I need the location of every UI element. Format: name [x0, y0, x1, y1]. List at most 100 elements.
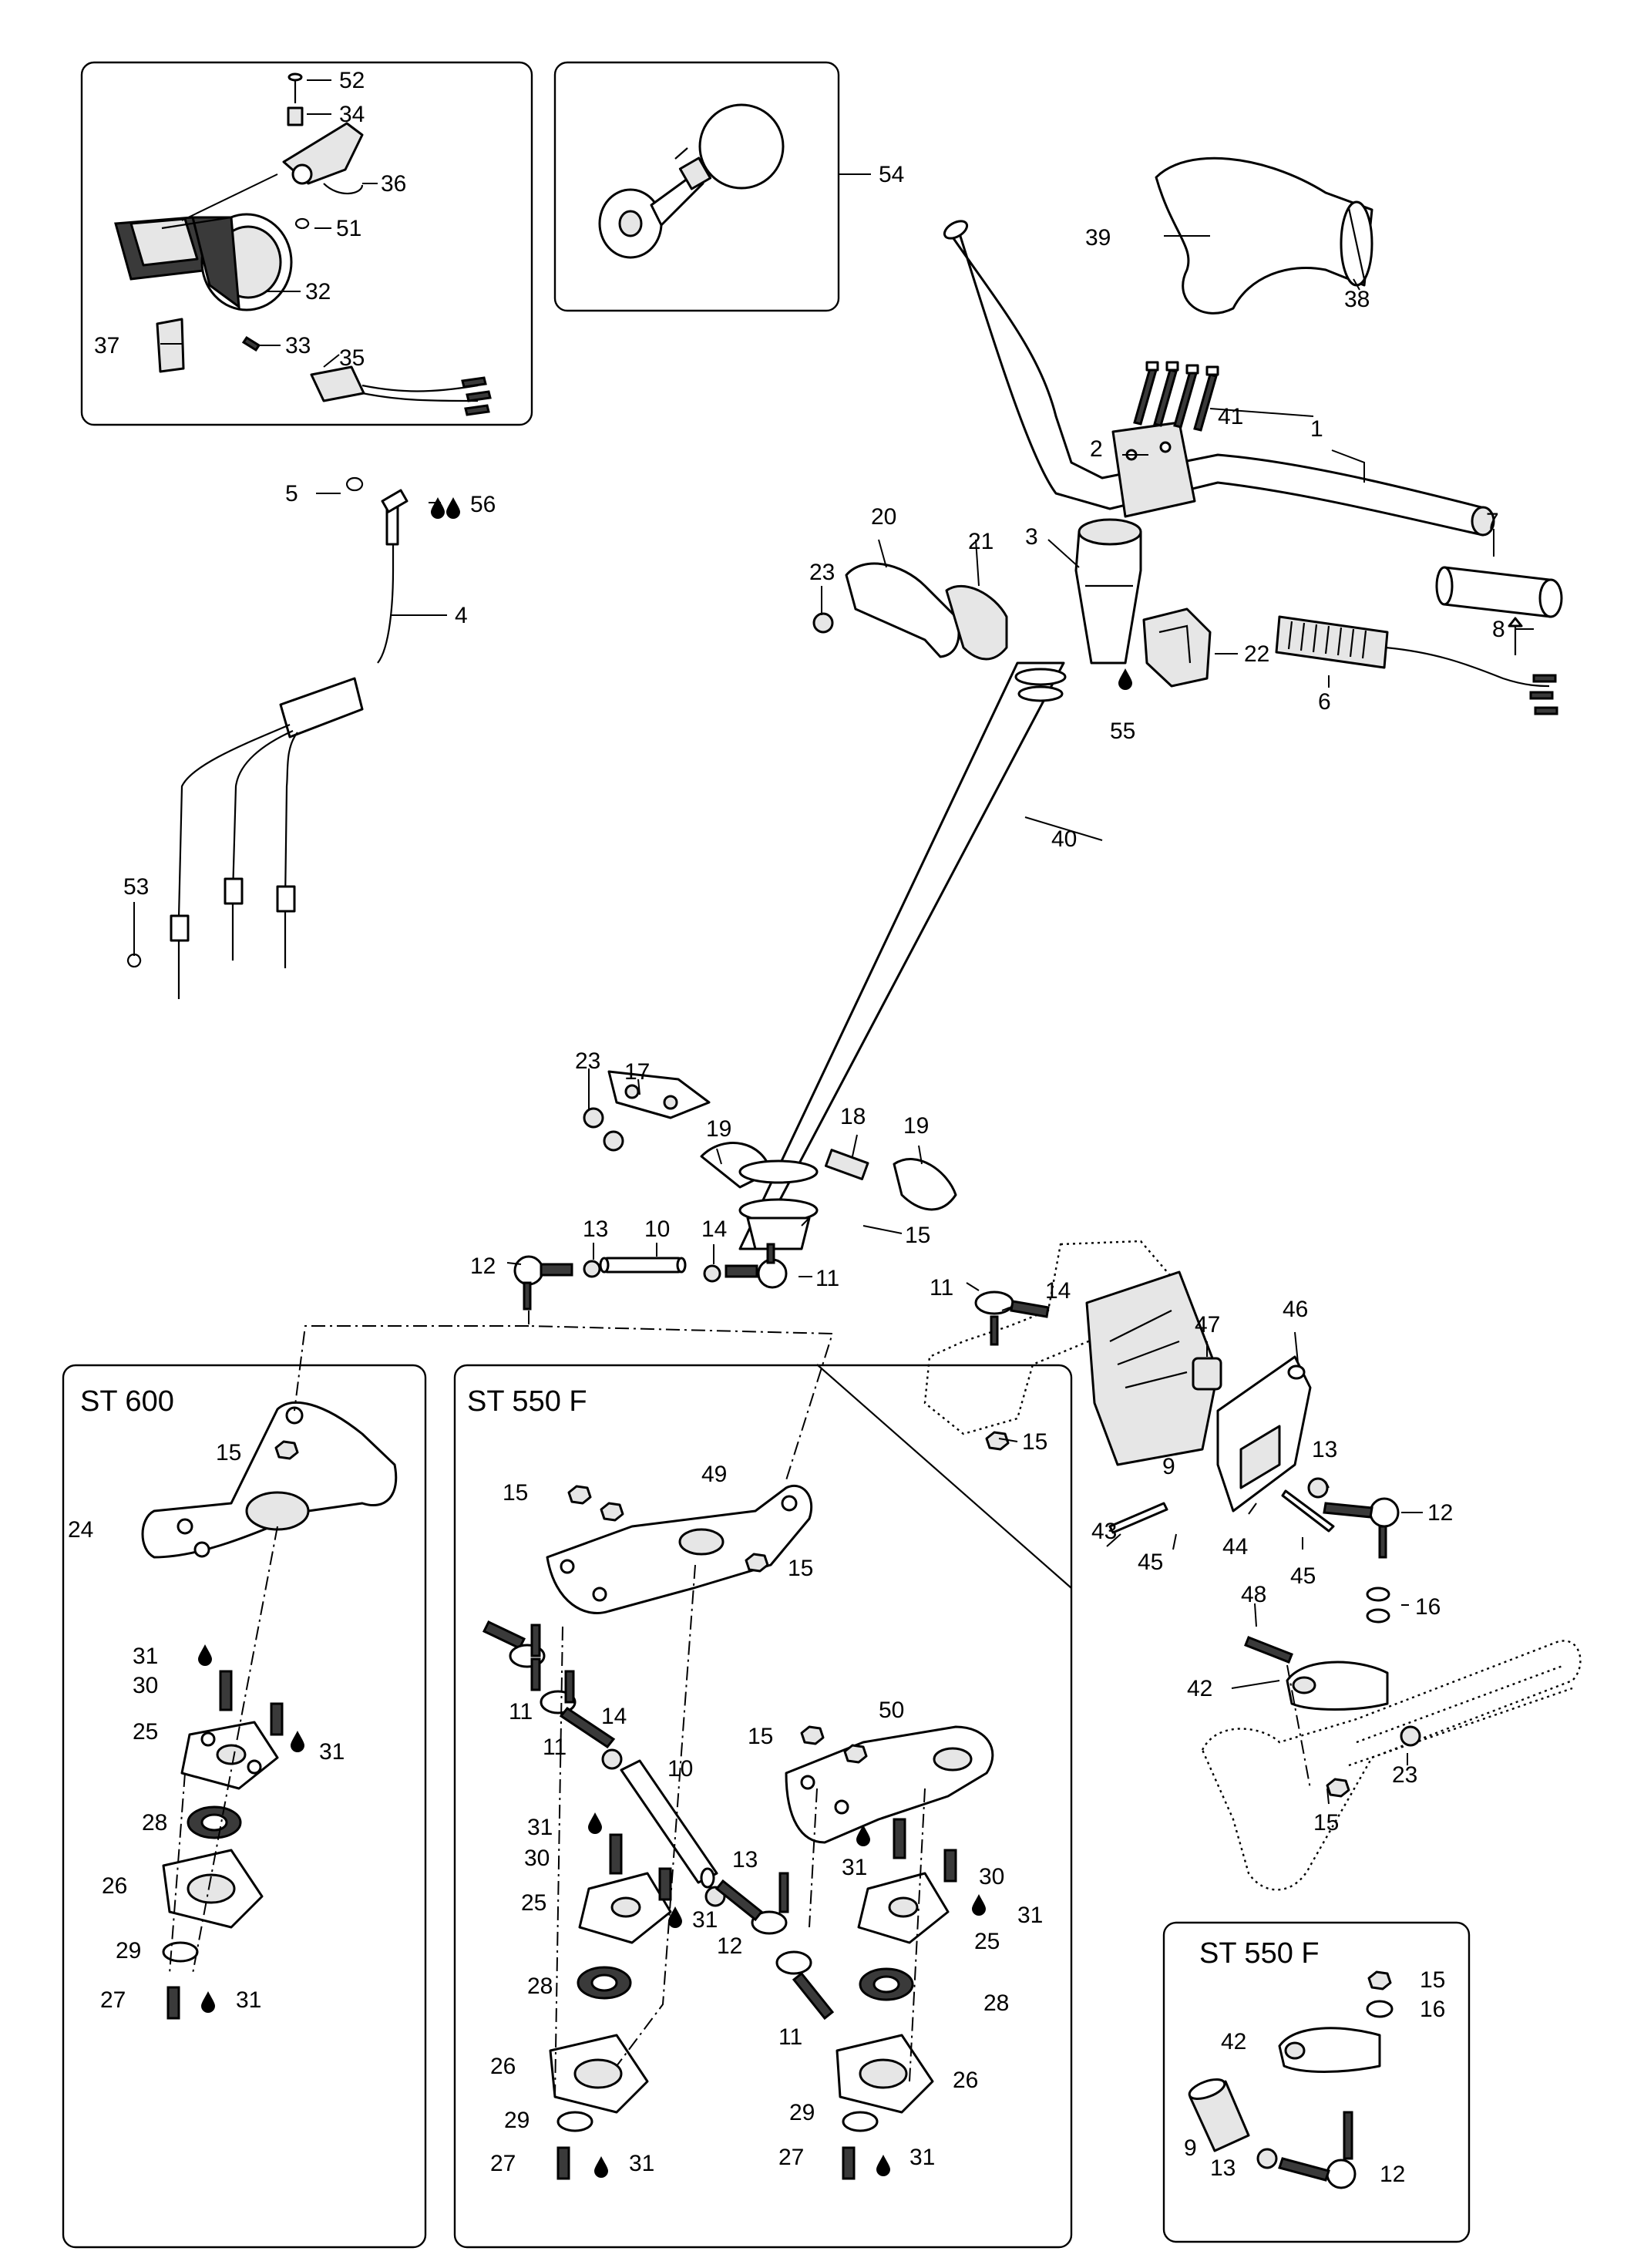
axis-st550f	[554, 1564, 926, 2098]
st550f-panel	[453, 1364, 1073, 2249]
label-25-st550f-b: 25	[974, 1929, 1000, 1954]
label-15-st550f-a: 15	[503, 1480, 528, 1506]
nut-23-top	[812, 612, 834, 634]
label-27-st550f-b: 27	[778, 2145, 804, 2170]
label-47: 47	[1195, 1312, 1220, 1338]
label-31-st550f-c: 31	[692, 1907, 718, 1933]
label-3: 3	[1025, 524, 1038, 550]
label-31-st600-a: 31	[133, 1644, 158, 1669]
nut-13-top	[583, 1260, 601, 1278]
label-40: 40	[1051, 826, 1077, 852]
cotter-pin-45-right	[1281, 1489, 1335, 1533]
nut-14-top	[703, 1264, 721, 1283]
label-49: 49	[701, 1462, 727, 1487]
label-25-st550f-a: 25	[521, 1890, 546, 1916]
sleeve-18	[824, 1149, 869, 1180]
horn-panel	[553, 61, 840, 312]
ball-joint-12-top	[513, 1255, 573, 1311]
nut-15-small	[1367, 1970, 1392, 1990]
leader-lines	[133, 79, 1534, 1805]
label-5: 5	[285, 481, 298, 506]
gear-plate-44	[1216, 1355, 1312, 1513]
label-50: 50	[879, 1698, 904, 1723]
label-12-top: 12	[470, 1253, 496, 1279]
bolt-30-st550f-left	[609, 1833, 623, 1875]
label-28-st550f-b: 28	[983, 1990, 1009, 2016]
nut-23-gear	[1400, 1725, 1421, 1747]
cotter-pin-45-left	[1108, 1502, 1168, 1534]
label-32: 32	[305, 279, 331, 305]
clip-51	[295, 217, 310, 230]
label-42-small: 42	[1221, 2029, 1246, 2054]
label-53: 53	[123, 874, 149, 900]
label-23-gear: 23	[1392, 1762, 1417, 1788]
bolts-41	[1133, 361, 1219, 432]
cover-37	[156, 318, 185, 373]
label-51: 51	[336, 216, 361, 241]
bushing-34	[287, 106, 304, 126]
label-28-st600: 28	[142, 1810, 167, 1836]
frame-rail-lower	[1348, 1664, 1573, 1767]
gear-housing-43	[1085, 1270, 1219, 1466]
label-19-left: 19	[706, 1116, 731, 1142]
label-10-st550f: 10	[667, 1756, 693, 1782]
label-31-st550f-a: 31	[527, 1815, 553, 1840]
tie-rod-10-st550f	[620, 1759, 718, 1889]
label-15-st550f-b: 15	[788, 1556, 813, 1581]
clip-5	[345, 476, 364, 492]
label-13-top: 13	[583, 1216, 608, 1242]
label-26-st550f-a: 26	[490, 2054, 516, 2079]
micro-switch-35	[310, 365, 492, 416]
nut-13-gear	[1307, 1477, 1329, 1499]
ball-joint-11-gear	[974, 1290, 1050, 1346]
bolt-30-st550f-right	[943, 1849, 957, 1883]
label-8: 8	[1492, 617, 1505, 642]
pin-8	[1508, 617, 1523, 655]
label-12-small: 12	[1380, 2162, 1405, 2187]
label-25-st600: 25	[133, 1719, 158, 1745]
label-21: 21	[968, 529, 994, 554]
pitman-arm-42	[1286, 1661, 1389, 1711]
callout-labels: 52 34 36 51 32 33 37 35 54 39 38 41 2 1 …	[68, 68, 1505, 2187]
label-12-st550f: 12	[717, 1933, 742, 1959]
label-52: 52	[339, 68, 365, 93]
clip-53	[127, 953, 142, 968]
link-17	[607, 1070, 711, 1119]
label-46: 46	[1283, 1297, 1308, 1322]
label-9-small: 9	[1184, 2135, 1197, 2161]
frame-outline-gear	[923, 1240, 1189, 1435]
label-26-st600: 26	[102, 1873, 127, 1899]
nuts-15-st550f	[567, 1485, 769, 1573]
bearing-28-st600	[187, 1805, 242, 1839]
grip-39	[1155, 156, 1373, 315]
steering-plate-49	[546, 1484, 813, 1614]
label-20: 20	[871, 504, 896, 530]
st600-title: ST 600	[80, 1385, 174, 1418]
label-31-st550f-e: 31	[629, 2151, 654, 2176]
st550f-small-panel	[1162, 1921, 1471, 2243]
grip-7	[1435, 566, 1563, 618]
tie-rod-10	[599, 1257, 687, 1274]
label-11-st550f-c: 11	[778, 2024, 802, 2050]
washer-46	[1287, 1365, 1306, 1380]
label-11-st550f-a: 11	[509, 1699, 533, 1725]
frame-outline-lower	[1201, 1640, 1582, 1891]
nut-14-st550f	[601, 1748, 623, 1770]
label-27-st550f-a: 27	[490, 2151, 516, 2176]
nuts-23-lower	[583, 1107, 624, 1152]
flange-26-st550f-right	[835, 2034, 934, 2114]
label-6: 6	[1318, 689, 1331, 715]
label-28-st550f-a: 28	[527, 1974, 553, 1999]
label-33: 33	[285, 333, 311, 358]
switch-assembly-panel	[80, 61, 533, 426]
flange-26-st600	[162, 1849, 264, 1929]
nut-13-small	[1256, 2148, 1278, 2169]
bolt-31-st550f-left	[658, 1867, 672, 1901]
label-23-mid: 23	[575, 1048, 600, 1074]
connection-st550f-to-gear	[816, 1364, 1072, 1589]
nuts-15-plate50	[800, 1725, 868, 1764]
label-4: 4	[455, 603, 468, 628]
bolt-31-st550f-right	[893, 1818, 906, 1859]
washer-16-small	[1366, 2000, 1394, 2018]
